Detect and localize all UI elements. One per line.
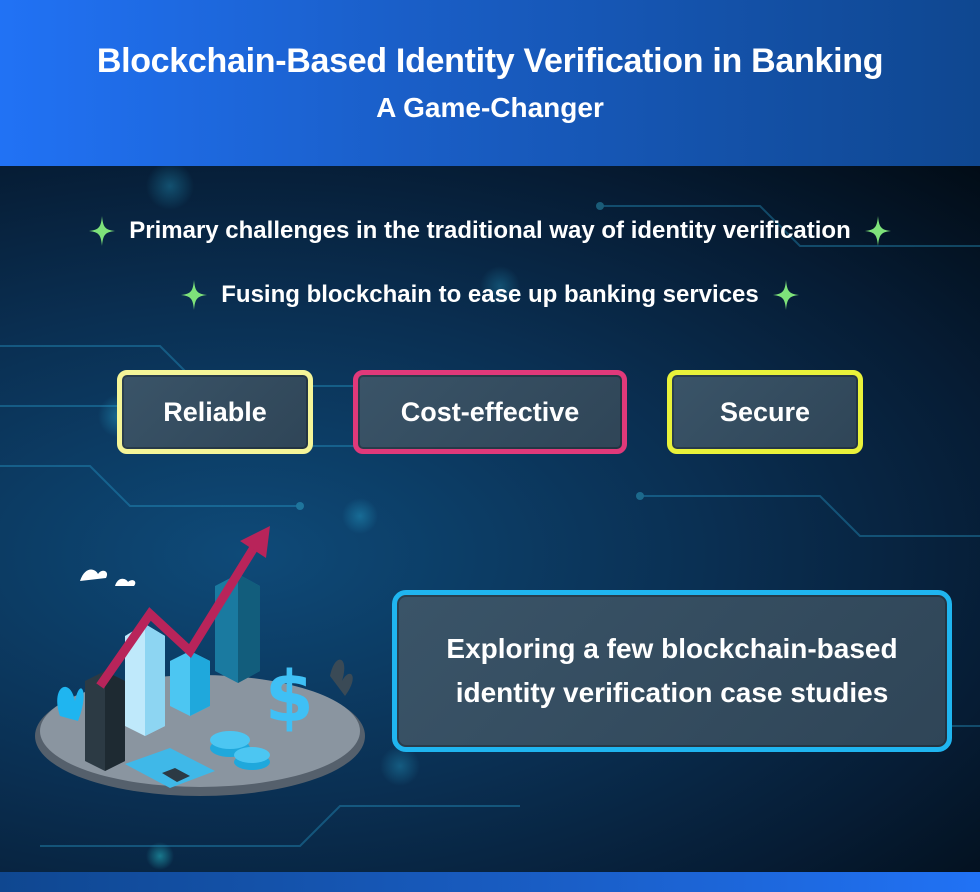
bullet-text: Fusing blockchain to ease up banking ser… (221, 281, 759, 308)
svg-text:$: $ (265, 656, 314, 738)
main-panel: Primary challenges in the traditional wa… (0, 166, 980, 872)
tag-reliable: Reliable (117, 370, 313, 454)
page-title: Blockchain-Based Identity Verification i… (96, 42, 884, 80)
tag-cost-effective: Cost-effective (353, 370, 627, 454)
case-studies-line1: Exploring a few blockchain-based (446, 633, 898, 664)
page-subtitle: A Game-Changer (376, 92, 604, 123)
sparkle-icon (89, 216, 116, 246)
case-studies-line2: identity verification case studies (455, 677, 889, 708)
bullet-challenges: Primary challenges in the traditional wa… (0, 216, 980, 246)
sparkle-icon (181, 280, 208, 310)
case-studies-box: Exploring a few blockchain-based identit… (392, 590, 952, 752)
sparkle-icon (772, 280, 799, 310)
tag-secure: Secure (667, 370, 863, 454)
bullet-text: Primary challenges in the traditional wa… (129, 217, 851, 244)
growth-chart-illustration-icon: $ (35, 526, 365, 796)
footer-bar (0, 872, 980, 892)
sparkle-icon (864, 216, 891, 246)
header-banner: Blockchain-Based Identity Verification i… (0, 0, 980, 166)
bullet-fusing: Fusing blockchain to ease up banking ser… (0, 280, 980, 310)
